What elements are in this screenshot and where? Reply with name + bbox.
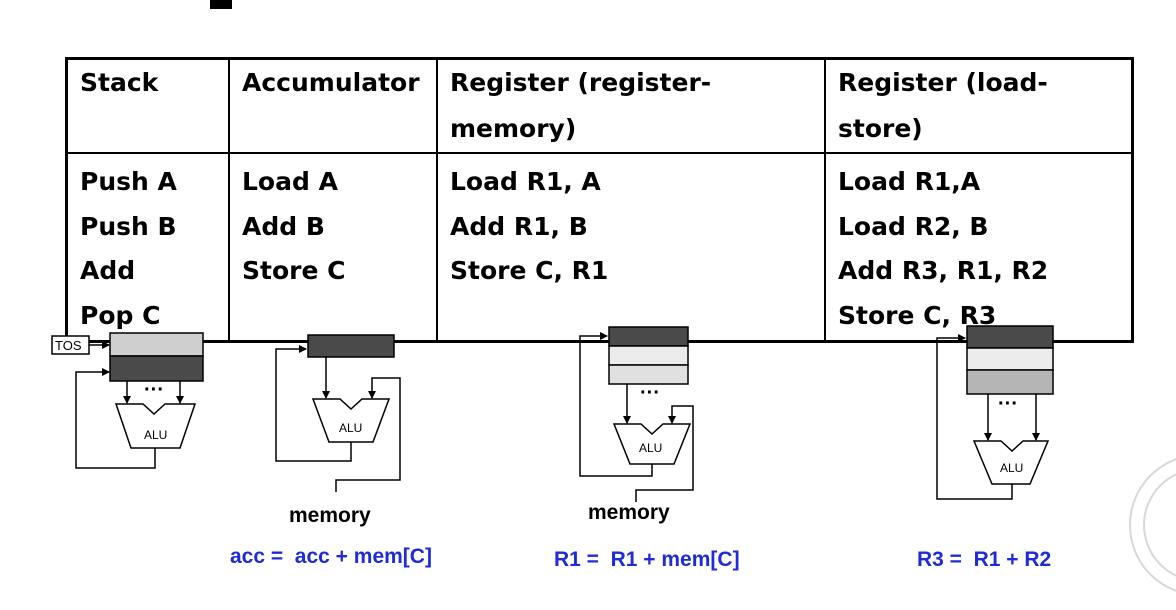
table-header-row: Stack Accumulator Register (register-mem… bbox=[65, 58, 1134, 154]
register-r2 bbox=[966, 347, 1054, 371]
alu-label: ALU bbox=[339, 421, 362, 435]
instruction: Add B bbox=[242, 211, 325, 241]
ellipsis: ··· bbox=[144, 379, 164, 401]
accumulator-diagram bbox=[275, 334, 401, 492]
column-load-store: Load R1,A Load R2, B Add R3, R1, R2 Stor… bbox=[824, 153, 1134, 342]
header-load-store: Register (load-store) bbox=[824, 58, 1134, 154]
accumulator-register bbox=[307, 334, 395, 358]
register-r1 bbox=[966, 325, 1054, 349]
ellipsis: ··· bbox=[640, 382, 660, 404]
instruction: Add bbox=[80, 256, 136, 285]
isa-comparison-table: Stack Accumulator Register (register-mem… bbox=[65, 57, 1134, 343]
tos-label: TOS bbox=[55, 338, 82, 353]
instruction: Load R1, A bbox=[450, 167, 601, 196]
alu-label: ALU bbox=[144, 428, 167, 442]
table-row: Push A Push B Add Pop C Load A Add B Sto… bbox=[65, 153, 1134, 342]
instruction: Add R1, B bbox=[450, 211, 588, 241]
accumulator-equation: acc = acc + mem[C] bbox=[230, 545, 432, 568]
instruction: Load A bbox=[242, 167, 338, 196]
register-r3 bbox=[966, 369, 1054, 395]
architecture-diagrams: TOS ··· ALU ALU ··· ALU ··· ALU bbox=[51, 325, 1176, 592]
instruction: Push A bbox=[80, 167, 177, 196]
alu-shape bbox=[612, 423, 692, 465]
register bbox=[608, 364, 689, 385]
memory-label: memory bbox=[588, 501, 670, 524]
stack-diagram bbox=[51, 332, 204, 469]
register-r1 bbox=[608, 326, 689, 347]
register-memory-equation: R1 = R1 + mem[C] bbox=[554, 548, 740, 571]
alu-shape bbox=[311, 398, 391, 443]
instruction: Store C, R1 bbox=[450, 256, 609, 285]
register-memory-diagram bbox=[579, 326, 694, 502]
instruction: Store C, R3 bbox=[838, 300, 997, 330]
memory-label: memory bbox=[289, 504, 371, 527]
column-accumulator: Load A Add B Store C bbox=[228, 153, 438, 342]
alu-shape bbox=[972, 440, 1050, 485]
stack-second-register bbox=[109, 355, 204, 382]
header-stack: Stack bbox=[65, 58, 230, 154]
alu-shape bbox=[114, 403, 197, 449]
column-stack: Push A Push B Add Pop C bbox=[65, 153, 230, 342]
register bbox=[608, 345, 689, 366]
title-fragment bbox=[210, 0, 232, 9]
alu-label: ALU bbox=[639, 441, 662, 455]
stack-top-register bbox=[109, 332, 204, 357]
instruction: Load R1,A bbox=[838, 167, 981, 196]
alu-label: ALU bbox=[1000, 461, 1023, 475]
header-accumulator: Accumulator bbox=[228, 58, 438, 154]
header-register-memory: Register (register-memory) bbox=[436, 58, 826, 154]
university-seal bbox=[1129, 458, 1176, 592]
instruction: Push B bbox=[80, 211, 177, 241]
ellipsis: ··· bbox=[998, 393, 1018, 415]
instruction: Add R3, R1, R2 bbox=[838, 256, 1049, 285]
load-store-diagram bbox=[936, 325, 1054, 500]
instruction: Pop C bbox=[80, 300, 161, 330]
instruction: Store C bbox=[242, 256, 346, 285]
instruction: Load R2, B bbox=[838, 211, 989, 241]
column-register-memory: Load R1, A Add R1, B Store C, R1 bbox=[436, 153, 826, 342]
load-store-equation: R3 = R1 + R2 bbox=[917, 548, 1052, 571]
